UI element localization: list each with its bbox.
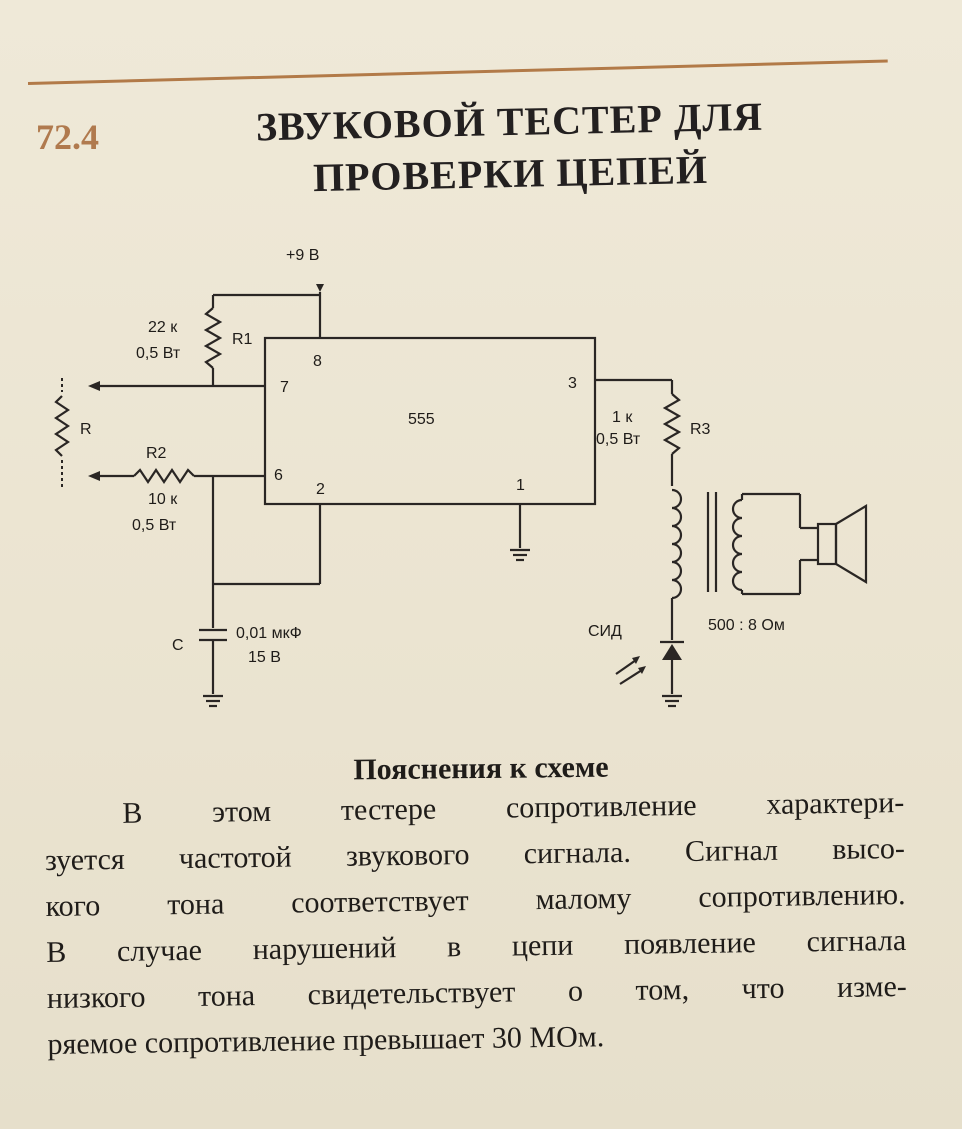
ground-icon	[510, 548, 530, 562]
probe-arrow-top-icon	[88, 381, 100, 391]
ground-icon	[203, 694, 223, 708]
supply-arrow-icon	[316, 284, 324, 292]
chip-label: 555	[408, 411, 435, 428]
chip-555-box	[263, 336, 597, 506]
r3-value: 1 к	[612, 409, 633, 426]
r1-value: 22 к	[148, 319, 178, 336]
body-paragraph: В этом тестере сопротивление характери- …	[44, 780, 908, 1068]
r2-resistor-icon	[133, 468, 195, 484]
led-icon	[615, 640, 684, 685]
led-label: СИД	[588, 623, 622, 640]
speaker-icon	[800, 504, 868, 584]
cap-voltage: 15 В	[248, 649, 281, 666]
r1-name: R1	[232, 331, 253, 348]
r3-power: 0,5 Вт	[596, 431, 641, 448]
r3-name: R3	[690, 421, 711, 438]
pin-3: 3	[568, 375, 577, 392]
r2-name: R2	[146, 445, 167, 462]
r2-value: 10 к	[148, 491, 178, 508]
cap-value: 0,01 мкФ	[236, 625, 302, 642]
cap-name: C	[172, 637, 184, 654]
transformer-ratio: 500 : 8 Ом	[708, 617, 785, 634]
transformer-icon	[671, 488, 802, 600]
circuit-schematic: +9 В 22 к 0,5 Вт R1 555 8 7 6 2 3 1 R R2	[54, 247, 868, 708]
ground-icon	[662, 694, 682, 708]
r1-resistor-icon	[203, 307, 223, 369]
rx-name: R	[80, 421, 92, 438]
r3-resistor-icon	[662, 393, 682, 455]
r1-power: 0,5 Вт	[136, 345, 181, 362]
pin-1: 1	[516, 477, 525, 494]
probe-arrow-bottom-icon	[88, 471, 100, 481]
pin-8: 8	[313, 353, 322, 370]
section-number: 72.4	[36, 117, 99, 157]
pin-2: 2	[316, 481, 325, 498]
r2-power: 0,5 Вт	[132, 517, 177, 534]
supply-label: +9 В	[286, 247, 319, 264]
pin-7: 7	[280, 379, 289, 396]
rx-resistor-icon	[54, 395, 70, 457]
pin-6: 6	[274, 467, 283, 484]
